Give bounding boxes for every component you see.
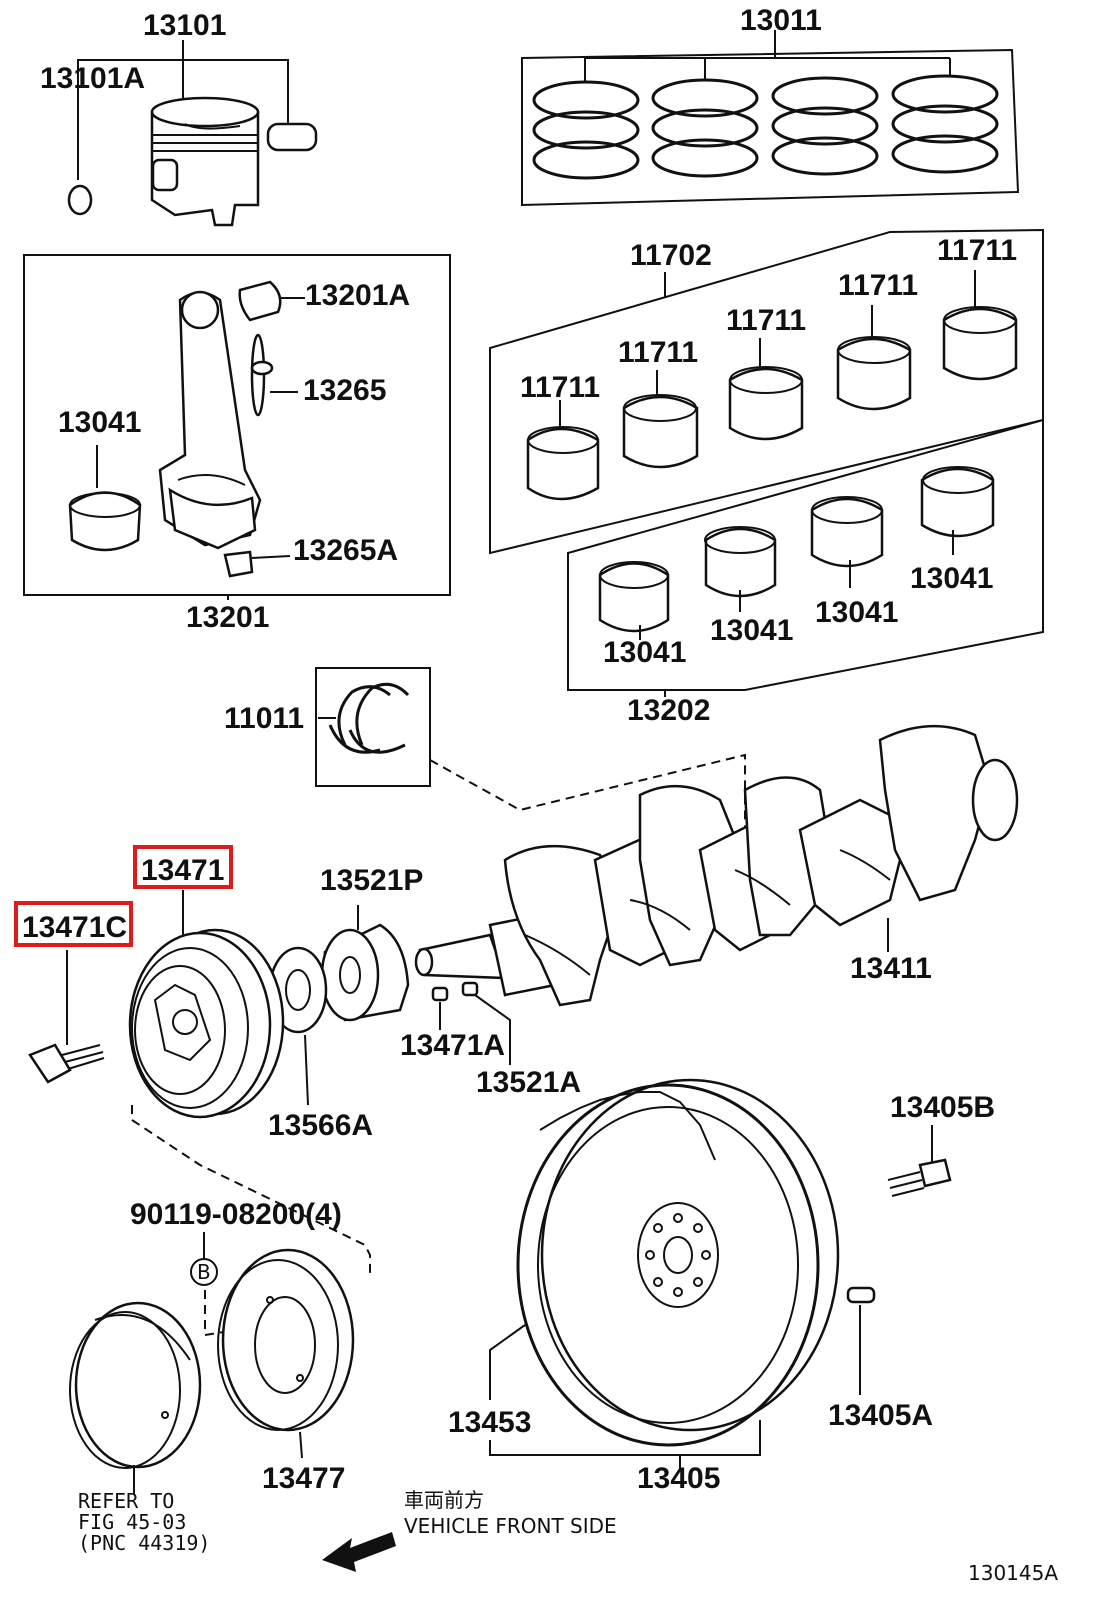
label-13041-d: 13041 [910, 562, 993, 595]
label-11711-d: 11711 [838, 269, 918, 302]
label-11702: 11702 [630, 239, 712, 272]
label-13471a: 13471A [400, 1029, 505, 1062]
vehicle-front-arrow-icon [322, 1532, 396, 1572]
rod-bearings-set-illustration [567, 418, 1044, 697]
flywheel-bolt-illustration [887, 1125, 952, 1197]
label-13041-b: 13041 [710, 614, 793, 647]
label-13477: 13477 [262, 1462, 345, 1495]
label-13566a: 13566A [268, 1109, 373, 1142]
figure-id: 130145A [968, 1561, 1058, 1585]
highlight-box-13471c [14, 901, 133, 947]
vehicle-front-en: VEHICLE FRONT SIDE [404, 1514, 617, 1538]
label-11711-a: 11711 [520, 371, 600, 404]
label-11711-e: 11711 [937, 234, 1017, 267]
timing-gear-illustration [320, 905, 410, 1022]
label-13265a: 13265A [293, 534, 398, 567]
label-11711-c: 11711 [726, 304, 806, 337]
label-13521a: 13521A [476, 1066, 581, 1099]
label-13405: 13405 [637, 1462, 720, 1495]
label-13405b: 13405B [890, 1091, 995, 1124]
dowel-pin-illustration [846, 1286, 876, 1395]
crankshaft-keys-illustration [431, 981, 511, 1065]
highlight-box-13471 [133, 845, 233, 889]
label-13201: 13201 [186, 601, 269, 634]
label-13471[interactable]: 13471 [141, 854, 224, 887]
label-90119-08200: 90119-08200(4) [130, 1198, 342, 1231]
label-13202: 13202 [627, 694, 710, 727]
label-13101a: 13101A [40, 62, 145, 95]
vehicle-front-jp: 車両前方 [404, 1488, 484, 1512]
pulley-bolt-illustration [28, 950, 105, 1084]
label-13201a: 13201A [305, 279, 410, 312]
label-11011: 11011 [224, 702, 304, 735]
flywheel-bolt-holes [645, 1213, 711, 1297]
label-13011: 13011 [740, 4, 822, 37]
label-13101: 13101 [143, 9, 226, 42]
piston-illustration [67, 40, 318, 227]
callout-b: B [197, 1260, 211, 1284]
accessory-pulley-illustration [69, 1105, 371, 1495]
label-13471c[interactable]: 13471C [22, 911, 127, 944]
refer-note-line1: REFER TO [78, 1489, 174, 1513]
piston-rings-illustration [521, 30, 1020, 207]
label-13521p: 13521P [320, 864, 423, 897]
connecting-rod-illustration [23, 254, 451, 600]
refer-note-line2: FIG 45-03 [78, 1510, 186, 1534]
label-11711-b: 11711 [618, 336, 698, 369]
label-13041-c: 13041 [815, 596, 898, 629]
label-13041-rod: 13041 [58, 406, 141, 439]
main-bearings-illustration [489, 228, 1044, 555]
label-13411: 13411 [850, 952, 932, 985]
refer-note-line3: (PNC 44319) [78, 1531, 210, 1555]
oil-slinger-illustration [268, 946, 328, 1106]
label-13265: 13265 [303, 374, 386, 407]
label-13405a: 13405A [828, 1399, 933, 1432]
flywheel-illustration [489, 1078, 840, 1468]
label-13453: 13453 [448, 1406, 531, 1439]
crankshaft-pulley-illustration [128, 890, 285, 1119]
crankshaft-illustration [414, 724, 1019, 1007]
label-13041-a: 13041 [603, 636, 686, 669]
